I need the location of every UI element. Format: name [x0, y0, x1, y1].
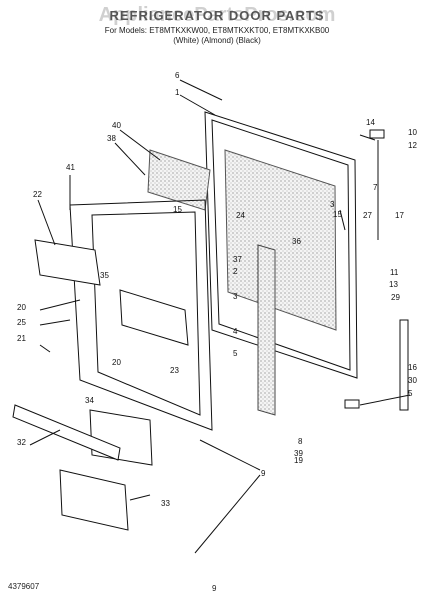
callout-8: 8: [298, 437, 303, 446]
callout-5: 5: [408, 389, 413, 398]
callout-6: 6: [175, 71, 180, 80]
callout-32: 32: [17, 438, 26, 447]
leader-14: [359, 134, 376, 141]
door-liner-inner: [91, 211, 201, 416]
callout-11: 11: [390, 268, 399, 277]
door-shelf-middle: [119, 289, 189, 346]
callout-13: 13: [389, 280, 398, 289]
page-number: 9: [212, 584, 217, 593]
bottom-hinge: [344, 399, 360, 409]
callout-30: 30: [408, 376, 417, 385]
leader-40: [119, 129, 161, 161]
models-line: For Models: ET8MTKXKW00, ET8MTKXKT00, ET…: [104, 26, 330, 35]
callout-20: 20: [17, 303, 26, 312]
leader-3: [339, 209, 346, 231]
leader-32: [29, 429, 61, 446]
callout-37: 37: [233, 255, 242, 264]
callout-38: 38: [107, 134, 116, 143]
door-frame-inner: [211, 119, 351, 371]
leader-9: [194, 474, 261, 554]
callout-15: 15: [173, 205, 182, 214]
callout-1: 1: [175, 88, 180, 97]
callout-33: 33: [161, 499, 170, 508]
callout-3: 3: [330, 200, 335, 209]
leader-38: [114, 142, 146, 176]
leader-21: [39, 344, 51, 353]
callout-34: 34: [85, 396, 94, 405]
leader-25: [39, 319, 71, 326]
callout-9: 9: [261, 469, 266, 478]
callout-14: 14: [366, 118, 375, 127]
door-frame: [204, 111, 358, 379]
callout-2: 2: [233, 267, 238, 276]
callout-3: 3: [233, 292, 238, 301]
callout-29: 29: [391, 293, 400, 302]
callout-22: 22: [33, 190, 42, 199]
foam-insulation: [224, 149, 337, 331]
colors-line: (White) (Almond) (Black): [173, 36, 261, 45]
door-shelf-upper: [34, 239, 101, 286]
callout-15: 15: [333, 210, 342, 219]
callout-4: 4: [233, 327, 238, 336]
leader-5: [359, 394, 411, 406]
callout-35: 35: [100, 271, 109, 280]
bin-34: [89, 409, 153, 466]
callout-10: 10: [408, 128, 417, 137]
leader-22: [37, 199, 56, 246]
callout-41: 41: [66, 163, 75, 172]
callout-5: 5: [233, 349, 238, 358]
leader-33: [129, 494, 151, 501]
callout-25: 25: [17, 318, 26, 327]
callout-17: 17: [395, 211, 404, 220]
watermark: AppliancePartsPros.com: [98, 4, 336, 26]
callout-24: 24: [236, 211, 245, 220]
doc-number: 4379607: [8, 582, 40, 591]
leader-1: [179, 94, 216, 116]
callout-20: 20: [112, 358, 121, 367]
bin-33: [59, 469, 129, 531]
leader-19: [199, 439, 261, 471]
callout-19: 19: [294, 456, 303, 465]
trim-strip: [12, 404, 121, 461]
hinge-top: [369, 129, 385, 139]
callout-36: 36: [292, 237, 301, 246]
callout-21: 21: [17, 334, 26, 343]
callout-40: 40: [112, 121, 121, 130]
callout-27: 27: [363, 211, 372, 220]
callout-7: 7: [373, 183, 378, 192]
right-strip: [399, 319, 409, 411]
callout-12: 12: [408, 141, 417, 150]
callout-39: 39: [294, 449, 303, 458]
door-gasket: [257, 244, 276, 416]
leader-6: [179, 79, 223, 101]
callout-16: 16: [408, 363, 417, 372]
page-title: REFRIGERATOR DOOR PARTS: [109, 8, 325, 23]
door-liner: [69, 199, 213, 431]
leader-20a: [39, 299, 81, 311]
callout-23: 23: [170, 366, 179, 375]
